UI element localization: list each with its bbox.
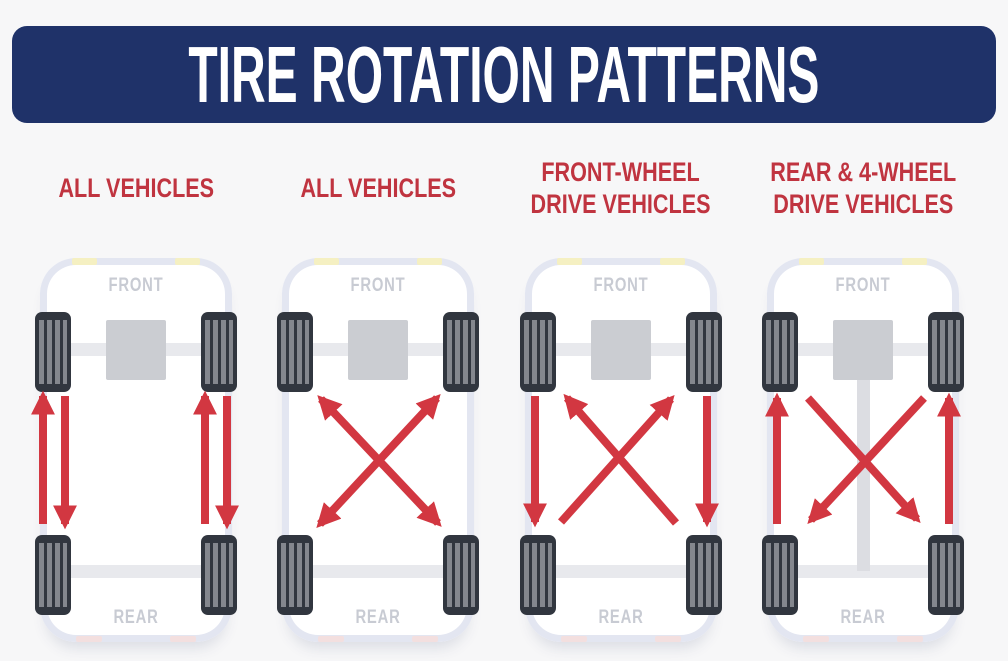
car-chassis: FRONT REAR: [277, 258, 480, 642]
engine-block: [832, 320, 893, 380]
tire-front-right: [927, 312, 964, 392]
panel-header: FRONT-WHEEL DRIVE VEHICLES: [531, 153, 711, 223]
rear-label: REAR: [598, 607, 644, 628]
front-label: FRONT: [350, 275, 406, 296]
tire-front-left: [761, 312, 798, 392]
panel-header: ALL VEHICLES: [58, 153, 214, 223]
rear-axle: [52, 565, 220, 578]
tire-rear-right: [685, 535, 722, 615]
tire-front-left: [35, 312, 71, 392]
rear-label: REAR: [355, 607, 401, 628]
taillight-right-icon: [654, 636, 681, 642]
headlight-right-icon: [659, 258, 685, 265]
taillight-right-icon: [896, 636, 923, 642]
rear-label: REAR: [840, 607, 886, 628]
front-label: FRONT: [593, 275, 649, 296]
rear-axle: [294, 565, 463, 578]
page-title: TIRE ROTATION PATTERNS: [188, 29, 820, 119]
headlight-left-icon: [72, 258, 97, 265]
infographic: TIRE ROTATION PATTERNS ALL VEHICLES FRON…: [0, 18, 1008, 661]
panel-same-side-swap: ALL VEHICLES FRONT REAR: [31, 153, 239, 642]
taillight-right-icon: [412, 636, 439, 642]
headlight-left-icon: [314, 258, 340, 265]
tire-rear-right: [201, 535, 237, 615]
rear-axle: [536, 565, 705, 578]
rotation-arrow: [317, 395, 443, 527]
headlight-right-icon: [175, 258, 200, 265]
engine-block: [106, 320, 166, 380]
taillight-right-icon: [170, 636, 196, 642]
panel-header-line1: FRONT-WHEEL: [541, 157, 700, 187]
driveshaft: [856, 373, 870, 571]
tire-rear-left: [277, 535, 314, 615]
rear-label: REAR: [113, 607, 159, 628]
rotation-arrow: [805, 395, 921, 524]
headlight-right-icon: [901, 258, 927, 265]
tire-rear-right: [927, 535, 964, 615]
panel-header-line2: DRIVE VEHICLES: [772, 189, 954, 219]
panel-front-wheel-drive: FRONT-WHEEL DRIVE VEHICLES FRONT REAR: [519, 153, 722, 642]
panel-header: REAR & 4-WHEEL DRIVE VEHICLES: [770, 153, 956, 223]
tire-front-left: [277, 312, 314, 392]
car-chassis: FRONT REAR: [761, 258, 964, 642]
rotation-arrows: [522, 393, 719, 528]
front-label: FRONT: [835, 275, 891, 296]
pattern-panels-row: ALL VEHICLES FRONT REAR: [31, 153, 964, 642]
rotation-arrows: [316, 394, 443, 528]
panel-header-line1: ALL VEHICLES: [58, 173, 214, 203]
tire-rear-left: [761, 535, 798, 615]
tire-front-right: [685, 312, 722, 392]
taillight-left-icon: [76, 636, 102, 642]
title-banner: TIRE ROTATION PATTERNS: [12, 26, 996, 123]
headlight-left-icon: [556, 258, 582, 265]
tire-rear-left: [519, 535, 556, 615]
rotation-arrow: [807, 395, 927, 524]
panel-rear-4wheel-drive: REAR & 4-WHEEL DRIVE VEHICLES FRONT REAR: [761, 153, 964, 642]
tire-front-right: [443, 312, 480, 392]
engine-block: [348, 320, 409, 380]
taillight-left-icon: [318, 636, 345, 642]
headlight-left-icon: [798, 258, 824, 265]
panel-x-cross: ALL VEHICLES FRONT REAR: [277, 153, 480, 642]
panel-header-line2: DRIVE VEHICLES: [530, 189, 711, 219]
tire-front-left: [519, 312, 556, 392]
tire-rear-right: [443, 535, 480, 615]
headlight-right-icon: [417, 258, 443, 265]
panel-header: ALL VEHICLES: [301, 153, 457, 223]
rotation-arrows: [764, 392, 961, 524]
rotation-arrow: [563, 393, 679, 526]
panel-header-line1: REAR & 4-WHEEL: [769, 157, 956, 187]
car-chassis: FRONT REAR: [31, 258, 239, 642]
panel-header-line1: ALL VEHICLES: [300, 173, 457, 203]
tire-front-right: [201, 312, 237, 392]
taillight-left-icon: [802, 636, 829, 642]
rear-axle: [778, 565, 947, 578]
front-label: FRONT: [108, 275, 164, 296]
car-chassis: FRONT REAR: [519, 258, 722, 642]
taillight-left-icon: [560, 636, 587, 642]
rotation-arrows: [31, 390, 239, 530]
engine-block: [590, 320, 651, 380]
tire-rear-left: [35, 535, 71, 615]
rotation-arrow: [557, 394, 675, 525]
